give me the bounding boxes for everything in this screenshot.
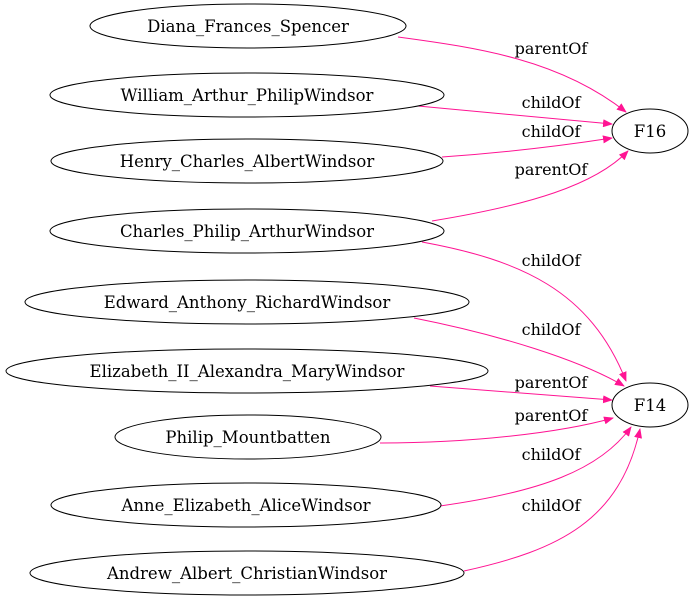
- node-charles[interactable]: Charles_Philip_ArthurWindsor: [49, 208, 445, 254]
- node-label-philip: Philip_Mountbatten: [165, 428, 331, 447]
- edge-label-edward-f14: childOf: [522, 320, 582, 339]
- edge-edward-f14: [413, 317, 625, 387]
- edge-label-william-f16: childOf: [522, 93, 582, 112]
- node-label-henry: Henry_Charles_AlbertWindsor: [120, 152, 375, 171]
- edge-charles-f16: [431, 150, 629, 222]
- node-f14[interactable]: F14: [611, 382, 689, 428]
- node-philip[interactable]: Philip_Mountbatten: [114, 414, 382, 460]
- edge-label-charles-f16: parentOf: [515, 160, 589, 179]
- edges: parentOf childOf childOf parentOf childO…: [379, 36, 642, 572]
- node-diana[interactable]: Diana_Frances_Spencer: [89, 3, 407, 49]
- edge-elizabeth-f14: [429, 385, 613, 404]
- edge-label-charles-f14: childOf: [522, 251, 582, 270]
- node-label-anne: Anne_Elizabeth_AliceWindsor: [120, 496, 370, 515]
- edge-label-andrew-f14: childOf: [522, 496, 582, 515]
- node-label-andrew: Andrew_Albert_ChristianWindsor: [106, 564, 387, 583]
- node-william[interactable]: William_Arthur_PhilipWindsor: [49, 72, 445, 118]
- edge-philip-f14: [379, 416, 614, 444]
- node-andrew[interactable]: Andrew_Albert_ChristianWindsor: [29, 550, 465, 596]
- node-label-charles: Charles_Philip_ArthurWindsor: [120, 222, 374, 241]
- node-label-edward: Edward_Anthony_RichardWindsor: [104, 293, 391, 312]
- node-label-f14: F14: [634, 396, 666, 415]
- edge-label-philip-f14: parentOf: [515, 406, 589, 425]
- edge-henry-f16: [441, 135, 613, 158]
- edge-anne-f14: [439, 426, 632, 507]
- node-edward[interactable]: Edward_Anthony_RichardWindsor: [24, 279, 470, 325]
- nodes: Diana_Frances_Spencer William_Arthur_Phi…: [5, 3, 689, 596]
- edge-diana-f16: [397, 36, 627, 113]
- node-anne[interactable]: Anne_Elizabeth_AliceWindsor: [50, 482, 442, 528]
- node-label-elizabeth: Elizabeth_II_Alexandra_MaryWindsor: [90, 362, 405, 381]
- edge-andrew-f14: [463, 428, 642, 572]
- node-label-f16: F16: [634, 122, 666, 141]
- node-f16[interactable]: F16: [611, 108, 689, 154]
- node-label-diana: Diana_Frances_Spencer: [147, 17, 349, 36]
- node-elizabeth[interactable]: Elizabeth_II_Alexandra_MaryWindsor: [5, 348, 489, 394]
- edge-william-f16: [417, 105, 613, 128]
- node-henry[interactable]: Henry_Charles_AlbertWindsor: [50, 138, 444, 184]
- node-label-william: William_Arthur_PhilipWindsor: [121, 86, 374, 105]
- edge-label-henry-f16: childOf: [522, 122, 582, 141]
- edge-label-anne-f14: childOf: [522, 445, 582, 464]
- edge-charles-f14: [421, 241, 627, 382]
- edge-label-diana-f16: parentOf: [515, 39, 589, 58]
- edge-label-elizabeth-f14: parentOf: [515, 373, 589, 392]
